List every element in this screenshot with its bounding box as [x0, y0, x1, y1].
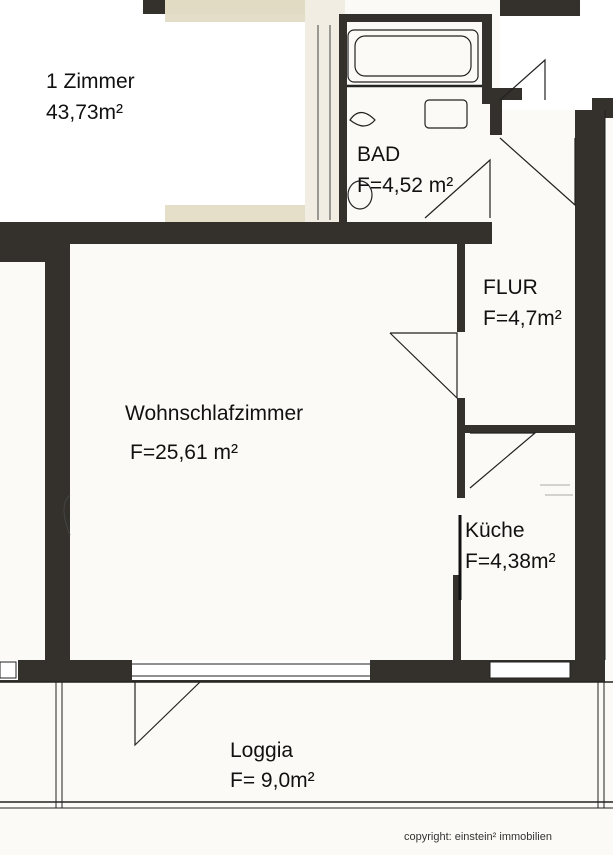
room-label-wohnschlafzimmer: Wohnschlafzimmer F=25,61 m² — [125, 402, 303, 464]
room-name: Küche — [465, 519, 525, 542]
room-area: F=4,7m² — [483, 307, 562, 330]
room-label-zimmer: 1 Zimmer 43,73m² — [46, 70, 135, 124]
room-area: F=25,61 m² — [130, 441, 238, 464]
doors — [134, 58, 576, 747]
room-label-kueche: Küche F=4,38m² — [465, 519, 555, 573]
room-name: FLUR — [483, 276, 538, 299]
room-label-loggia: Loggia F= 9,0m² — [230, 739, 315, 792]
room-area: F=4,38m² — [465, 550, 555, 573]
room-label-bad: BAD F=4,52 m² — [357, 143, 453, 197]
room-name: BAD — [357, 143, 400, 166]
openings — [0, 110, 613, 809]
copyright-notice: copyright: einstein² immobilien — [404, 831, 552, 843]
bathroom-fixtures — [347, 29, 482, 210]
room-label-flur: FLUR F=4,7m² — [483, 276, 562, 330]
room-details — [63, 25, 573, 600]
room-name: Wohnschlafzimmer — [125, 402, 303, 425]
room-name: 1 Zimmer — [46, 70, 135, 93]
room-area: F=4,52 m² — [357, 174, 453, 197]
room-area: F= 9,0m² — [230, 769, 315, 792]
room-name: Loggia — [230, 739, 293, 762]
room-area: 43,73m² — [46, 101, 123, 124]
